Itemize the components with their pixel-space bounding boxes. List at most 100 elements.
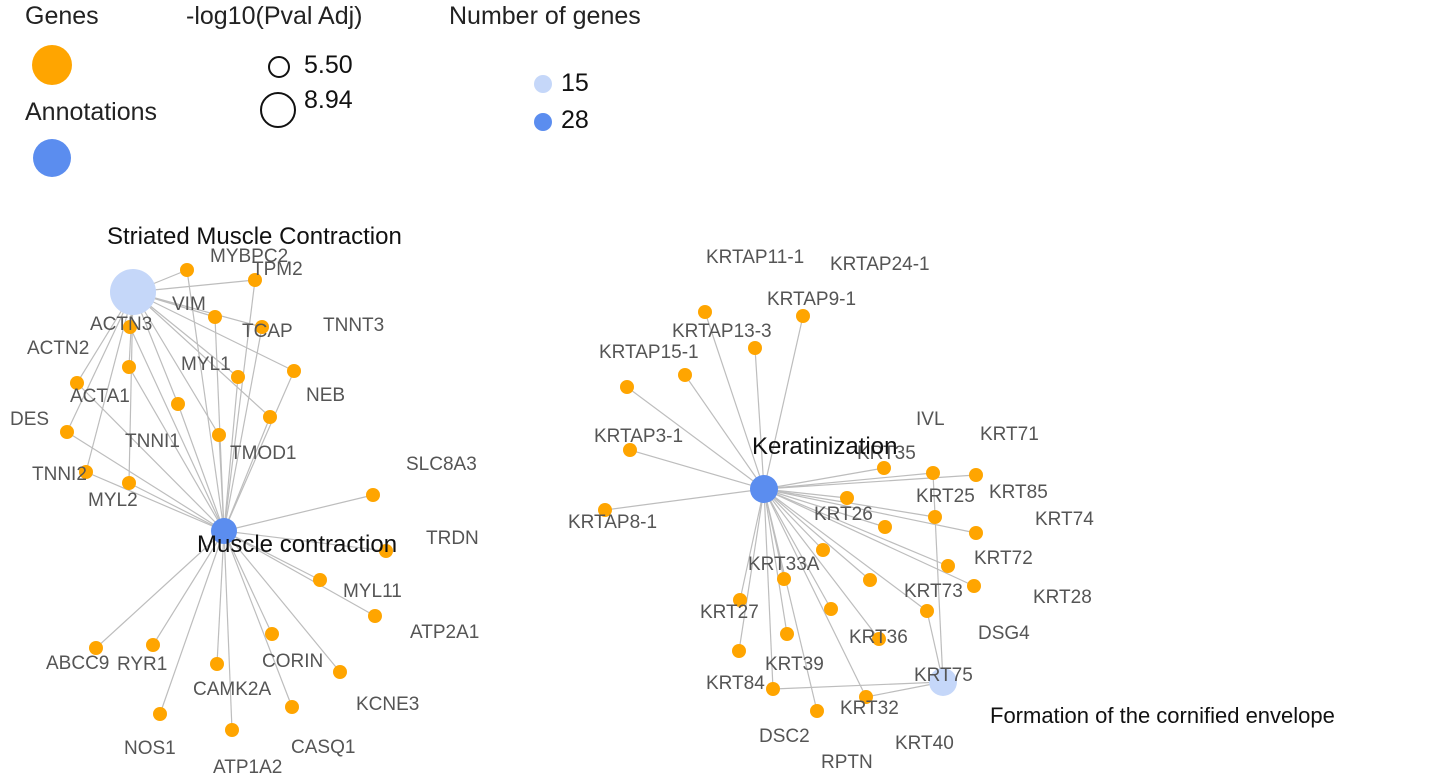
gene-node-myl2[interactable]	[122, 476, 136, 490]
edge-corin-mc	[223, 530, 273, 635]
gene-label-myl2: MYL2	[88, 490, 138, 511]
gene-node-casq1[interactable]	[285, 700, 299, 714]
gene-node-acta1[interactable]	[122, 360, 136, 374]
gene-label-slc8a3: SLC8A3	[406, 454, 477, 475]
gene-node-krt40[interactable]	[810, 704, 824, 718]
gene-node-tcap[interactable]	[255, 320, 269, 334]
gene-node-krt72[interactable]	[941, 559, 955, 573]
gene-node-krt36[interactable]	[824, 602, 838, 616]
edge-myl2-mc	[128, 482, 225, 532]
gene-node-krtap15-1[interactable]	[620, 380, 634, 394]
gene-node-krt39[interactable]	[733, 593, 747, 607]
gene-node-krt73[interactable]	[967, 579, 981, 593]
gene-node-dsg4[interactable]	[920, 604, 934, 618]
gene-node-tnni1[interactable]	[171, 397, 185, 411]
gene-label-acta1: ACTA1	[70, 386, 130, 407]
edge-atp1a2-mc	[223, 530, 233, 731]
gene-node-krt74[interactable]	[878, 520, 892, 534]
gene-node-trdn[interactable]	[379, 544, 393, 558]
gene-node-corin[interactable]	[265, 627, 279, 641]
edge-layer	[66, 269, 977, 731]
gene-node-nos1[interactable]	[153, 707, 167, 721]
gene-node-tpm2[interactable]	[248, 273, 262, 287]
gene-label-tnni2: TNNI2	[32, 464, 87, 485]
gene-node-actn2[interactable]	[70, 376, 84, 390]
gene-node-tmod1[interactable]	[212, 428, 226, 442]
gene-node-krt25[interactable]	[928, 510, 942, 524]
gene-node-krt85[interactable]	[969, 526, 983, 540]
legend: Genes Annotations -log10(Pval Adj) 5.50 …	[0, 0, 1434, 200]
annotation-node-ker[interactable]	[750, 475, 778, 503]
gene-node-tnnt3[interactable]	[287, 364, 301, 378]
gene-node-krtap13-3[interactable]	[678, 368, 692, 382]
edge-krtap15-1-ker	[626, 386, 765, 490]
edge-krtap9-1-ker	[754, 347, 765, 490]
gene-node-atp2a1[interactable]	[368, 609, 382, 623]
legend-genes-title: Genes	[25, 2, 99, 30]
annotation-node-smc[interactable]	[110, 269, 156, 315]
edge-krtap3-1-ker	[629, 449, 765, 490]
legend-annotations-title: Annotations	[25, 98, 158, 126]
edge-ryr1-mc	[152, 530, 225, 646]
gene-node-krt32[interactable]	[732, 644, 746, 658]
gene-label-dsg4: DSG4	[978, 623, 1030, 644]
gene-node-krt27[interactable]	[777, 572, 791, 586]
gene-label-krt75: KRT75	[914, 665, 973, 686]
gene-node-actn3[interactable]	[123, 320, 137, 334]
gene-node-camk2a[interactable]	[210, 657, 224, 671]
gene-node-krt84[interactable]	[780, 627, 794, 641]
edge-nos1-mc	[159, 530, 225, 715]
annotation-node-fce[interactable]	[929, 668, 957, 696]
gene-node-krt33a[interactable]	[816, 543, 830, 557]
gene-node-rptn[interactable]	[766, 682, 780, 696]
gene-node-krtap8-1[interactable]	[598, 503, 612, 517]
gene-label-casq1: CASQ1	[291, 737, 355, 758]
gene-label-krtap9-1: KRTAP9-1	[767, 289, 856, 310]
gene-label-krtap3-1: KRTAP3-1	[594, 426, 683, 447]
edge-tnnt3-mc	[223, 370, 295, 532]
gene-label-actn3: ACTN3	[90, 314, 152, 335]
gene-node-neb[interactable]	[263, 410, 277, 424]
gene-node-slc8a3[interactable]	[366, 488, 380, 502]
annotation-node-layer	[110, 269, 957, 696]
gene-node-myl1[interactable]	[231, 370, 245, 384]
edge-tmod1-smc	[132, 291, 220, 436]
gene-label-krt26: KRT26	[814, 504, 873, 525]
gene-label-krt84: KRT84	[706, 673, 765, 694]
edge-acta1-mc	[128, 366, 225, 532]
gene-node-dsc2[interactable]	[859, 690, 873, 704]
gene-node-krt28[interactable]	[863, 573, 877, 587]
annotation-node-mc[interactable]	[211, 518, 237, 544]
gene-node-ivl[interactable]	[926, 466, 940, 480]
gene-label-neb: NEB	[306, 385, 345, 406]
gene-label-krt25: KRT25	[916, 486, 975, 507]
gene-node-ryr1[interactable]	[146, 638, 160, 652]
gene-node-krtap24-1[interactable]	[796, 309, 810, 323]
gene-label-dsc2: DSC2	[759, 726, 810, 747]
gene-node-abcc9[interactable]	[89, 641, 103, 655]
gene-node-mybpc2[interactable]	[180, 263, 194, 277]
edge-tnni2-mc	[85, 471, 225, 532]
gene-label-krtap15-1: KRTAP15-1	[599, 342, 699, 363]
annotation-label-mc: Muscle contraction	[197, 531, 397, 558]
gene-node-atp1a2[interactable]	[225, 723, 239, 737]
gene-node-krt26[interactable]	[840, 491, 854, 505]
gene-node-krt71[interactable]	[969, 468, 983, 482]
gene-node-krt35[interactable]	[877, 461, 891, 475]
edge-krt74-ker	[763, 488, 886, 528]
gene-node-krtap11-1[interactable]	[698, 305, 712, 319]
gene-node-myl11[interactable]	[313, 573, 327, 587]
gene-node-tnni2[interactable]	[79, 465, 93, 479]
gene-node-des[interactable]	[60, 425, 74, 439]
edge-actn3-mc	[129, 326, 225, 532]
gene-node-krtap3-1[interactable]	[623, 443, 637, 457]
edge-krt28-ker	[763, 488, 871, 581]
gene-node-krtap9-1[interactable]	[748, 341, 762, 355]
gene-node-vim[interactable]	[208, 310, 222, 324]
gene-node-kcne3[interactable]	[333, 665, 347, 679]
gene-node-krt75[interactable]	[872, 632, 886, 646]
legend-gene-dot	[32, 45, 72, 85]
gene-label-actn2: ACTN2	[27, 338, 89, 359]
